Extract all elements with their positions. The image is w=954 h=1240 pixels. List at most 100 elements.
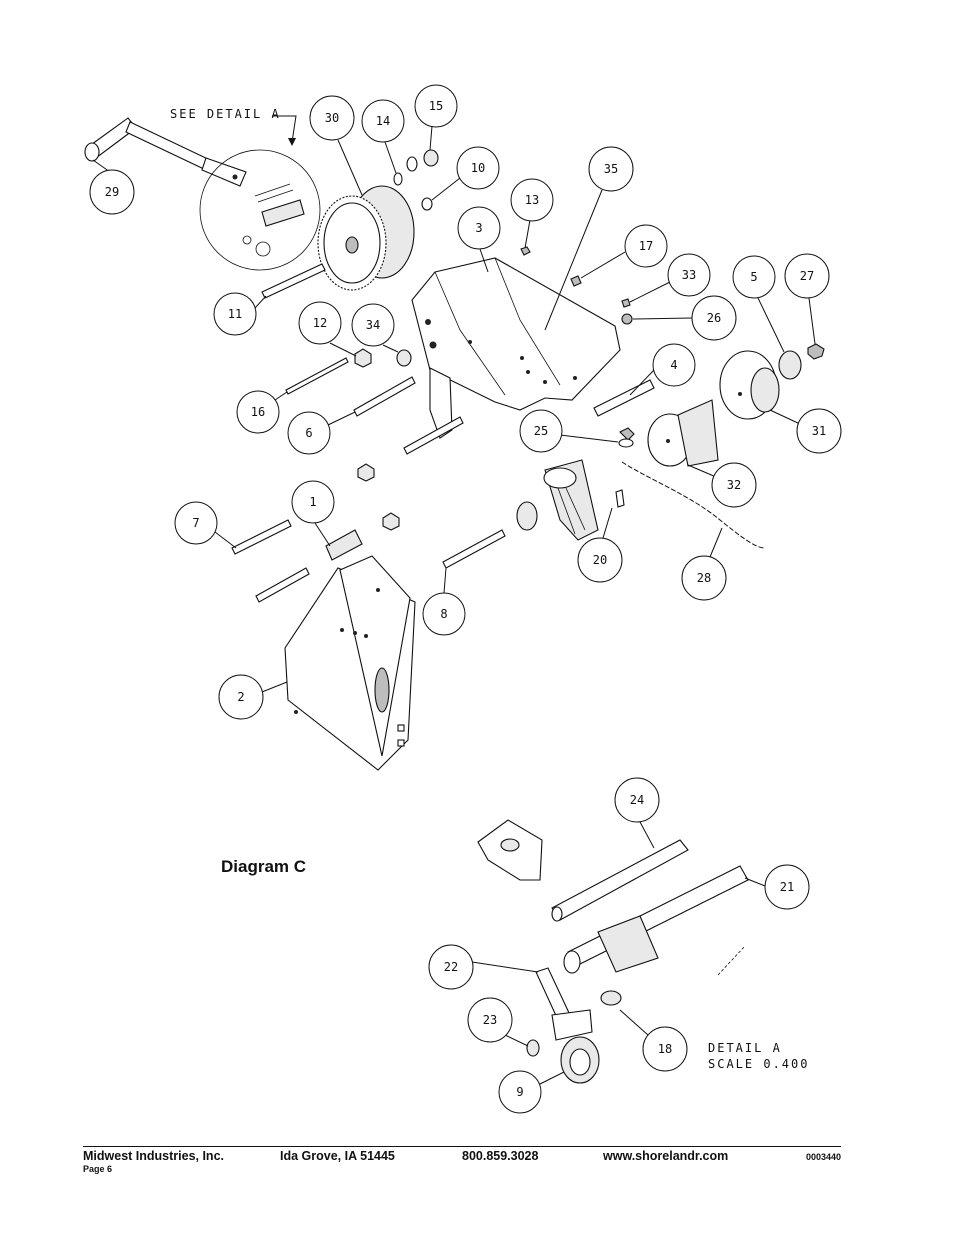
side-plate-2 (284, 555, 416, 771)
callout-32: 32 (687, 462, 757, 508)
callout-30: 30 (309, 95, 363, 196)
bolt-16 (285, 357, 349, 395)
footer-divider (83, 1146, 841, 1147)
svg-text:17: 17 (639, 239, 653, 253)
callout-28: 28 (681, 527, 727, 601)
footer-website[interactable]: www.shorelandr.com (603, 1149, 729, 1163)
svg-text:10: 10 (471, 161, 485, 175)
callout-3: 3 (457, 206, 501, 273)
svg-text:2: 2 (237, 690, 244, 704)
svg-text:23: 23 (483, 1013, 497, 1027)
side-roller-31 (719, 350, 780, 420)
svg-text:24: 24 (630, 793, 644, 807)
callout-29: 29 (89, 159, 135, 215)
footer-company: Midwest Industries, Inc. (83, 1149, 224, 1163)
see-detail-note: SEE DETAIL A (170, 107, 281, 121)
nut-b (382, 512, 400, 531)
washer-15a (406, 156, 418, 172)
callout-22: 22 (428, 944, 539, 990)
cone-drum-20 (543, 459, 599, 541)
callout-24: 24 (614, 777, 660, 849)
nut-a (357, 463, 375, 482)
nut-27 (807, 343, 825, 360)
svg-text:29: 29 (105, 185, 119, 199)
callout-8: 8 (422, 567, 466, 636)
callout-20: 20 (577, 507, 623, 583)
detail-a-circle (199, 149, 321, 271)
callout-23: 23 (467, 997, 529, 1047)
callout-27: 27 (784, 253, 830, 345)
callout-10: 10 (431, 146, 500, 201)
bolt-20 (615, 489, 625, 508)
bolt-7b (255, 567, 310, 603)
nut-13 (520, 246, 531, 256)
svg-text:16: 16 (251, 405, 265, 419)
see-detail-arrowhead (288, 138, 296, 146)
svg-text:25: 25 (534, 424, 548, 438)
svg-text:5: 5 (750, 270, 757, 284)
main-gear (317, 185, 415, 291)
svg-text:4: 4 (670, 358, 677, 372)
callout-31: 31 (769, 408, 842, 454)
footer-page-number: Page 6 (83, 1164, 113, 1174)
washer-14 (393, 172, 403, 186)
detail-circle-contents (242, 183, 305, 257)
crank-handle (84, 117, 247, 187)
bolt-7 (231, 519, 292, 555)
callout-16: 16 (236, 390, 288, 434)
nut-26 (621, 313, 633, 325)
svg-text:15: 15 (429, 99, 443, 113)
svg-text:14: 14 (376, 114, 390, 128)
callout-21: 21 (744, 864, 810, 910)
svg-text:35: 35 (604, 162, 618, 176)
svg-text:34: 34 (366, 318, 380, 332)
svg-text:28: 28 (697, 571, 711, 585)
spacer-1 (325, 529, 363, 561)
callout-34: 34 (351, 303, 399, 353)
svg-text:31: 31 (812, 424, 826, 438)
callout-7: 7 (174, 501, 237, 549)
svg-text:3: 3 (475, 221, 482, 235)
callout-15: 15 (414, 84, 458, 151)
parts-drawing (84, 117, 825, 1084)
footer-doc-code: 0003440 (806, 1152, 842, 1162)
nut-12 (354, 348, 372, 368)
callout-26: 26 (632, 295, 737, 341)
washer-25 (618, 438, 634, 448)
callout-5: 5 (732, 255, 785, 353)
washer-15b (423, 149, 439, 167)
diagram-title: Diagram C (221, 857, 307, 876)
svg-text:13: 13 (525, 193, 539, 207)
callout-6: 6 (287, 411, 356, 455)
callout-17: 17 (580, 224, 668, 279)
footer-city: Ida Grove, IA 51445 (280, 1149, 395, 1163)
bolt-8 (442, 529, 506, 569)
footer-phone: 800.859.3028 (462, 1149, 539, 1163)
see-detail-leader (272, 115, 297, 143)
detail-title-note: DETAIL A (708, 1041, 782, 1055)
chain-28 (621, 461, 766, 549)
svg-text:9: 9 (516, 1085, 523, 1099)
bolt-6 (353, 376, 416, 417)
bushing-20 (516, 501, 538, 531)
svg-text:18: 18 (658, 1042, 672, 1056)
nut-33 (621, 298, 631, 308)
svg-text:1: 1 (309, 495, 316, 509)
callout-18: 18 (619, 1009, 688, 1072)
bushing-5 (778, 350, 802, 380)
svg-text:26: 26 (707, 311, 721, 325)
side-roller-32 (647, 399, 719, 467)
callout-12: 12 (298, 301, 357, 357)
washer-10 (421, 197, 433, 211)
callout-35: 35 (544, 146, 634, 331)
svg-text:27: 27 (800, 269, 814, 283)
callout-13: 13 (510, 178, 554, 249)
svg-text:30: 30 (325, 111, 339, 125)
svg-text:32: 32 (727, 478, 741, 492)
callout-25: 25 (519, 409, 619, 453)
winch-housing (411, 257, 621, 439)
detail-scale-note: SCALE 0.400 (708, 1057, 809, 1071)
long-pin (261, 263, 326, 299)
